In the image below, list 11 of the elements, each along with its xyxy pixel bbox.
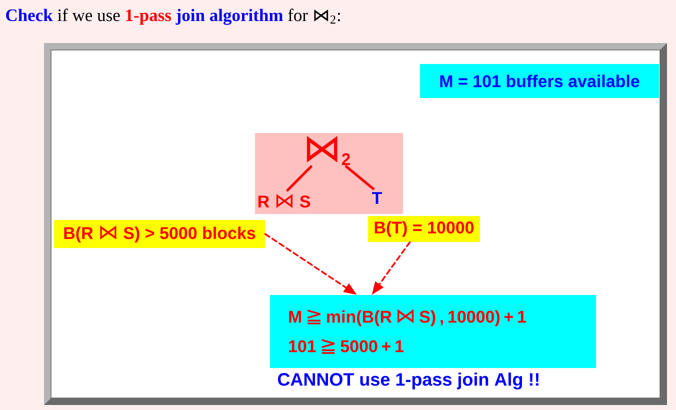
callout-box: B(T) = 10000 (368, 216, 480, 242)
tree-panel (255, 133, 403, 214)
join-operator-label: ⋈$_{2}$ (306, 136, 350, 165)
info-box: M = 101 buffers available (420, 64, 659, 98)
tree-line (286, 165, 312, 192)
relation-label: R ⋈ S (258, 194, 310, 208)
callout-box: B(R ⋈ S) > 5000 blocks (54, 220, 265, 248)
tree-line (344, 165, 374, 190)
formula-box: M ≧ min(B(R ⋈ S) , 10000) + 1 101 ≧ 5000 + 1 (270, 295, 596, 368)
relation-label: T (372, 192, 382, 204)
title-text: Check if we use 1-pass join algorithm for ⋈$_{2}$: (6, 8, 340, 25)
